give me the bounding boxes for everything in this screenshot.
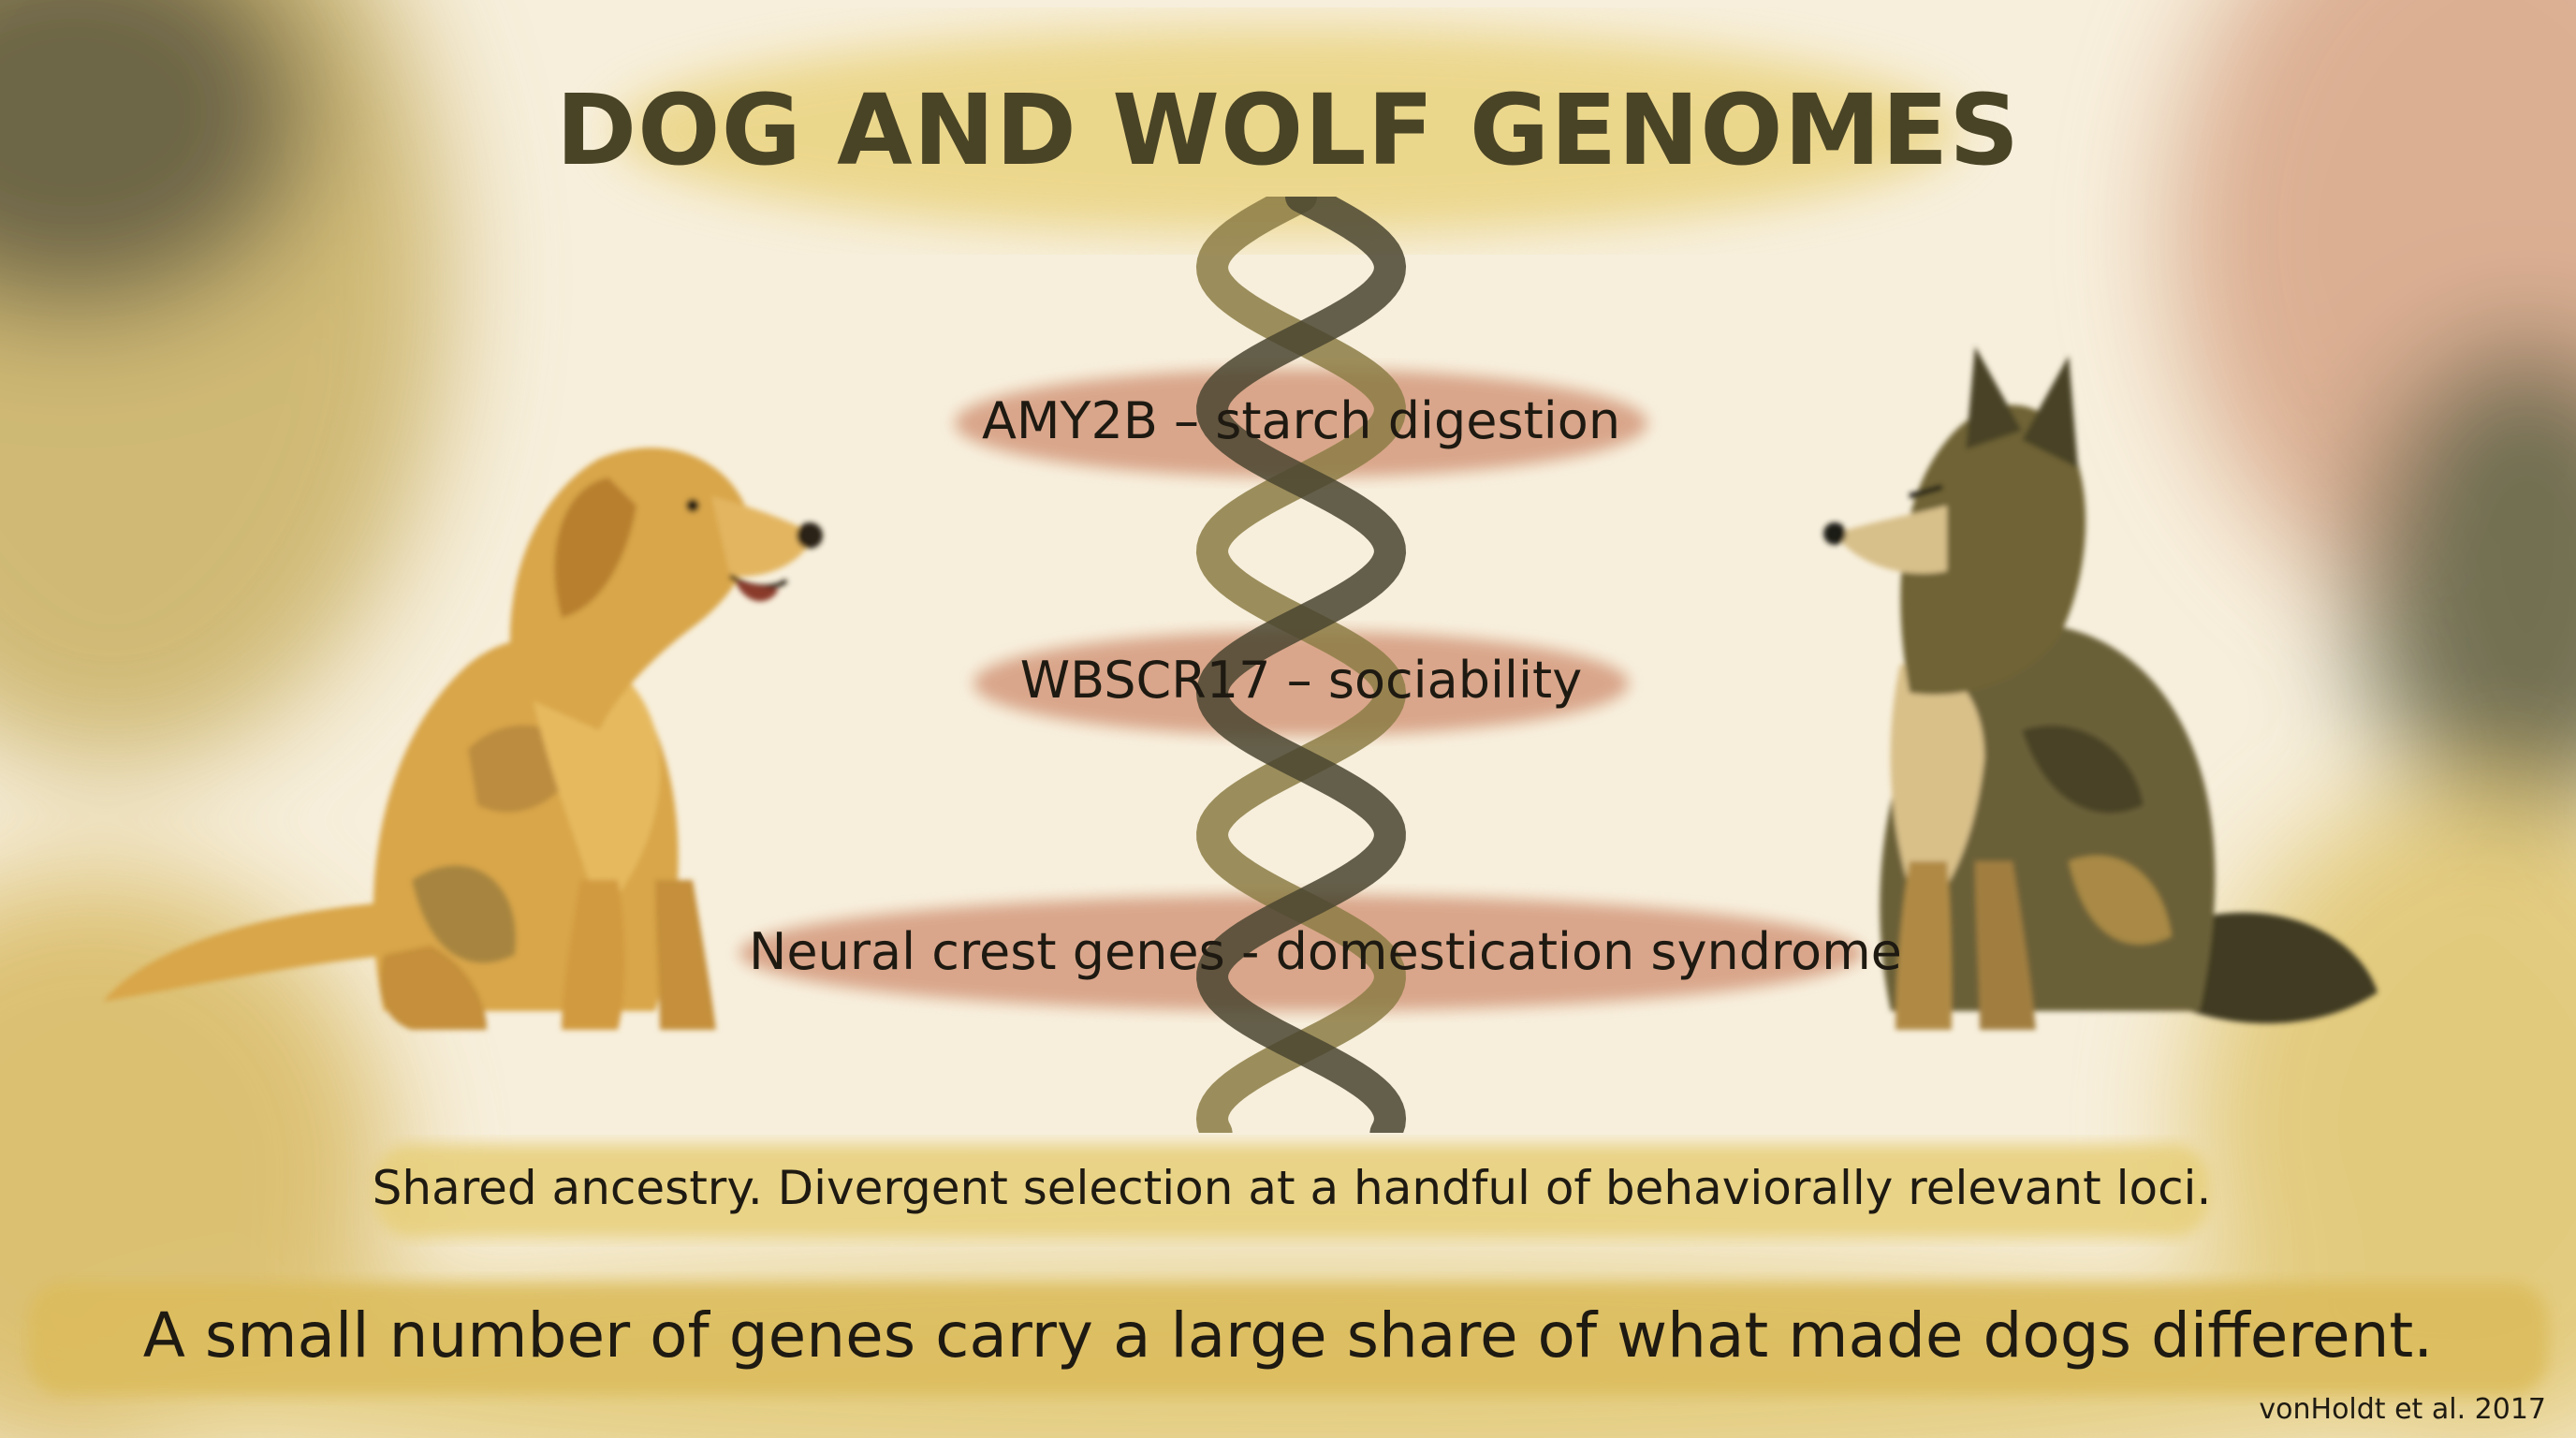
gene-2-wash (973, 631, 1629, 736)
page-title: DOG AND WOLF GENOMES (555, 73, 2021, 187)
dna-strand-1 (1195, 197, 1407, 1133)
gene-label-amy2b: AMY2B – starch digestion (981, 391, 1621, 450)
gene-label-neural-crest: Neural crest genes - domestication syndr… (749, 922, 1902, 981)
gene-1-wash (955, 369, 1647, 477)
conclusion-text: A small number of genes carry a large sh… (142, 1299, 2434, 1372)
dna-helix-icon (1195, 197, 1407, 1133)
conclusion-band (28, 1283, 2548, 1395)
wolf-illustration (1823, 346, 2378, 1030)
dna-strand-2 (1195, 197, 1407, 1133)
summary-band (374, 1144, 2209, 1238)
gene-label-wbscr17: WBSCR17 – sociability (1019, 651, 1583, 710)
gene-3-wash (739, 895, 1863, 1011)
summary-text: Shared ancestry. Divergent selection at … (372, 1161, 2212, 1215)
citation-text: vonHoldt et al. 2017 (2259, 1393, 2546, 1426)
golden-retriever-illustration (103, 448, 823, 1030)
